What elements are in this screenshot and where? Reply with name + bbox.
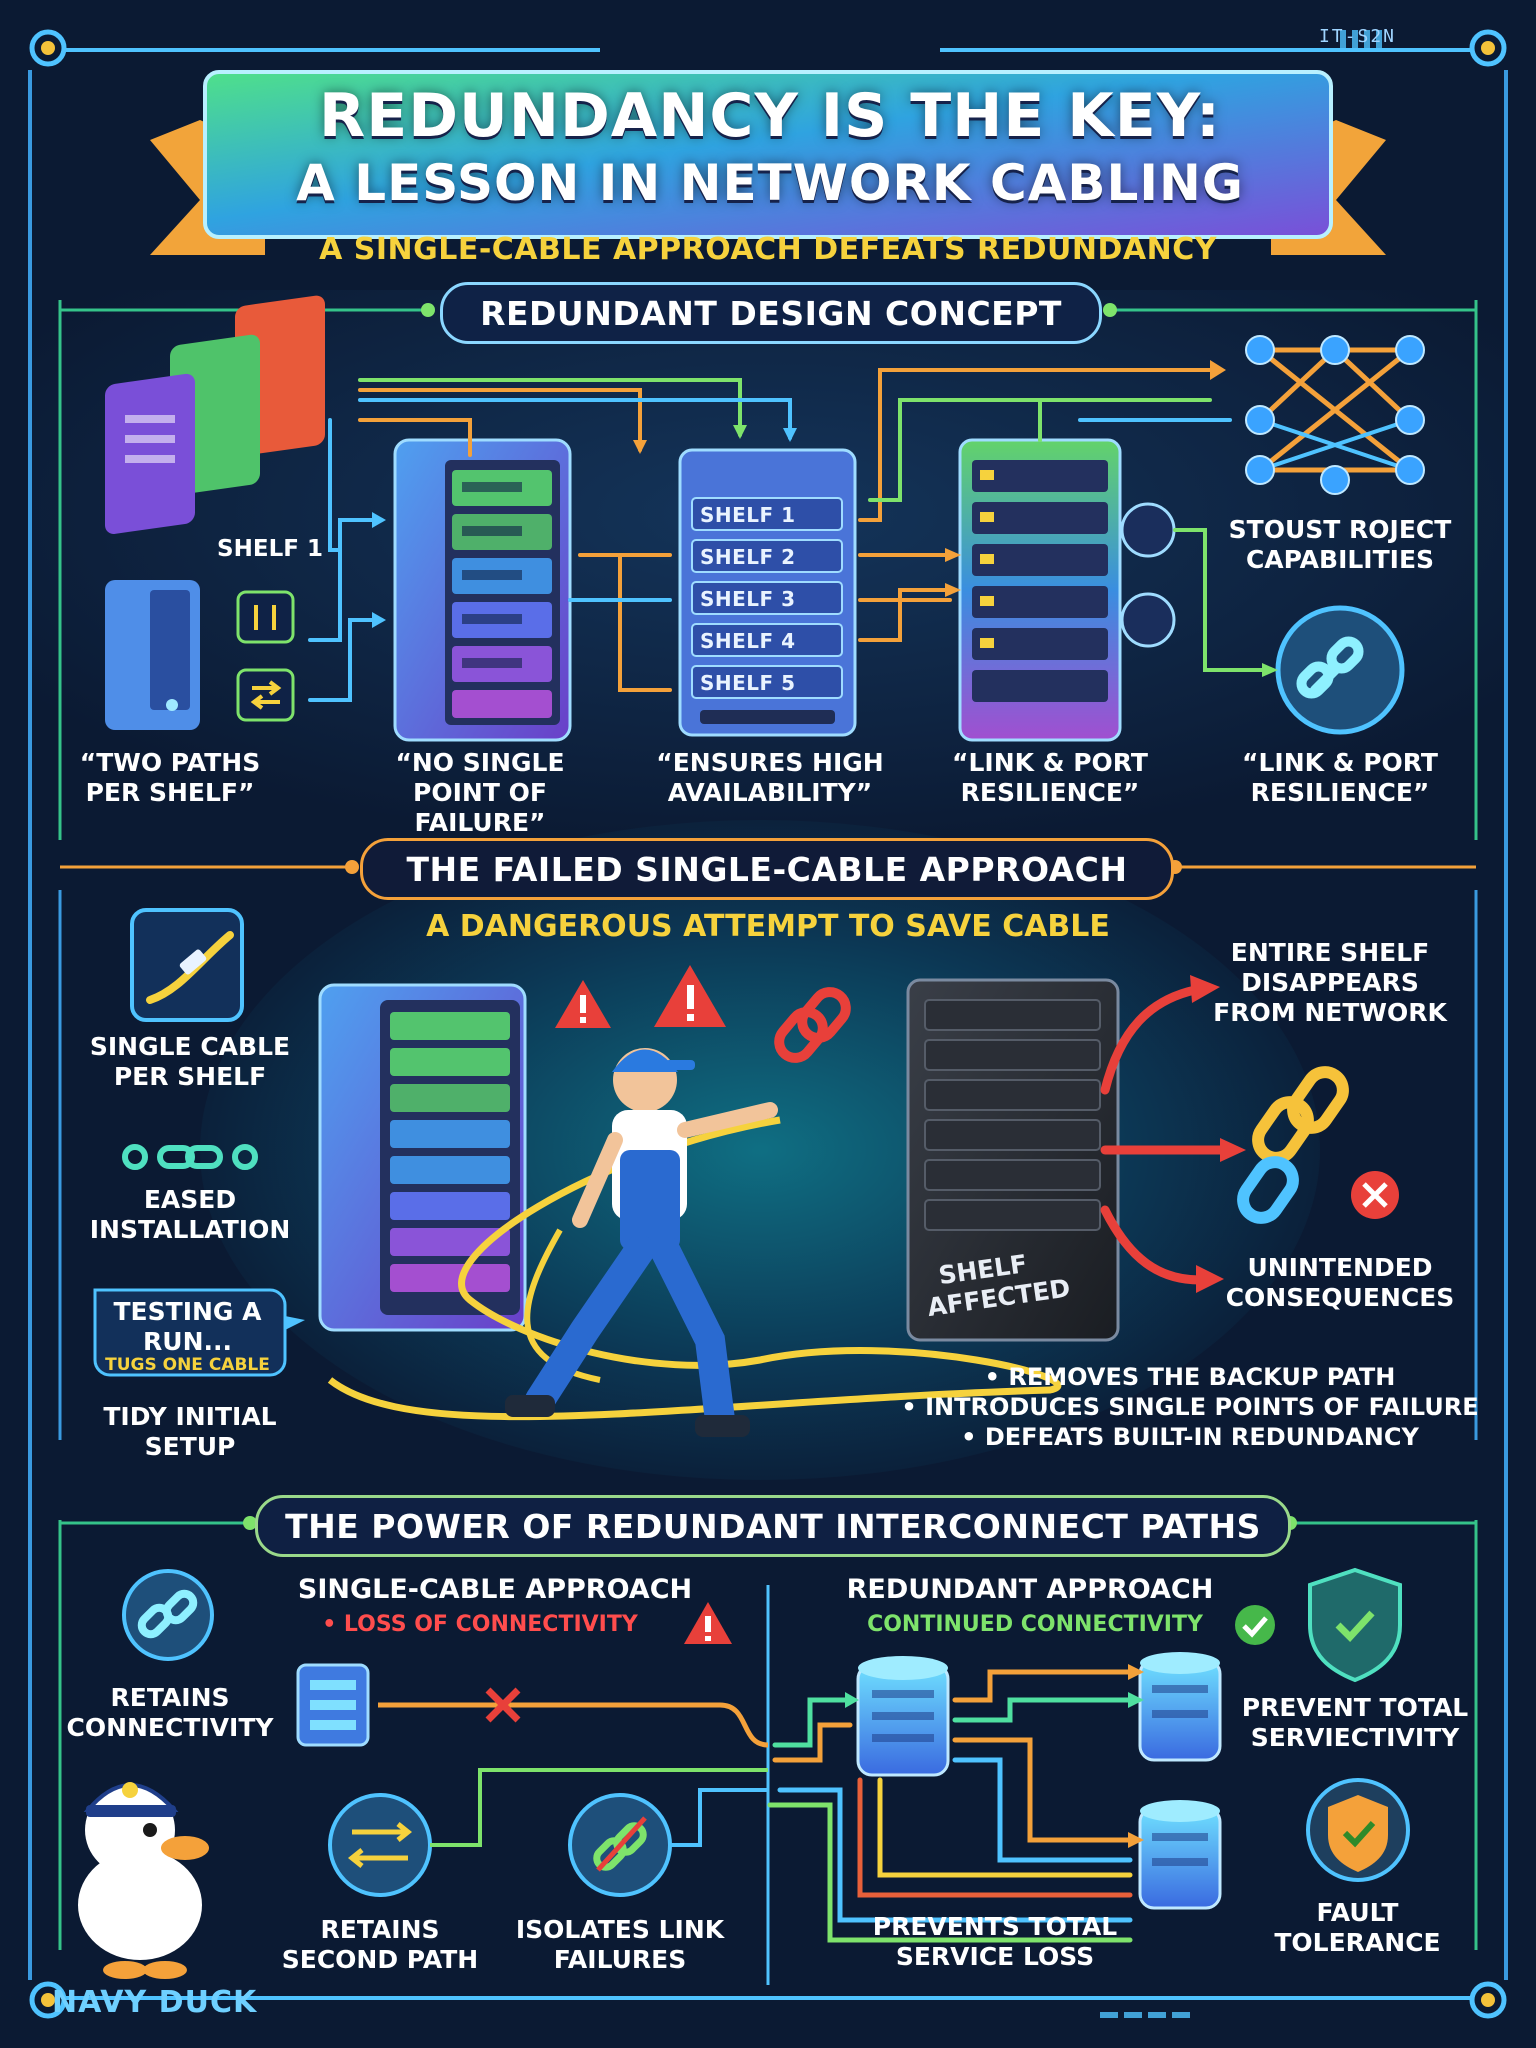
shelf-label: SHELF 1 xyxy=(217,536,323,562)
caption-link-port-resilience-2: “LINK & PORT RESILIENCE” xyxy=(1242,748,1438,807)
title-line-2: A LESSON IN NETWORK CABLING xyxy=(296,154,1244,212)
tugs-cable-label: TUGS ONE CABLE xyxy=(105,1355,270,1375)
caption-two-paths: “TWO PATHS PER SHELF” xyxy=(79,748,261,807)
shelf-1-label: SHELF 1 xyxy=(700,503,796,527)
shelf-3-label: SHELF 3 xyxy=(700,587,796,611)
fault-tolerance-label: FAULT TOLERANCE xyxy=(1274,1898,1441,1957)
unintended-consequences-label: UNINTENDED CONSEQUENCES xyxy=(1225,1253,1455,1312)
redundant-approach-sub: CONTINUED CONNECTIVITY xyxy=(867,1612,1203,1637)
section-heading-redundant-paths: THE POWER OF REDUNDANT INTERCONNECT PATH… xyxy=(255,1495,1291,1557)
bullet-single-points: • INTRODUCES SINGLE POINTS OF FAILURE xyxy=(901,1393,1479,1421)
caption-no-single-point: “NO SINGLE POINT OF FAILURE” xyxy=(395,748,565,837)
shelf-5-label: SHELF 5 xyxy=(700,671,796,695)
prevent-serviectivity-label: PREVENT TOTAL SERVIECTIVITY xyxy=(1241,1693,1469,1752)
shelf-2-label: SHELF 2 xyxy=(700,545,796,569)
bullet-removes-backup: • REMOVES THE BACKUP PATH xyxy=(984,1363,1396,1391)
page-subtitle: A SINGLE-CABLE APPROACH DEFEATS REDUNDAN… xyxy=(319,232,1217,267)
caption-link-port-resilience-1: “LINK & PORT RESILIENCE” xyxy=(952,748,1148,807)
eased-installation-label: EASED INSTALLATION xyxy=(89,1185,291,1244)
single-cable-label: SINGLE CABLE PER SHELF xyxy=(89,1032,291,1091)
brand-name: NAVY DUCK xyxy=(52,1985,258,2020)
title-line-1: REDUNDANCY IS THE KEY: xyxy=(319,81,1221,151)
retains-connectivity-label: RETAINS CONNECTIVITY xyxy=(66,1683,274,1742)
single-approach-title: SINGLE-CABLE APPROACH xyxy=(297,1574,693,1605)
shelf-4-label: SHELF 4 xyxy=(700,629,796,653)
retains-second-path-label: RETAINS SECOND PATH xyxy=(281,1915,479,1974)
capabilities-label: STOUST ROJECT CAPABILITIES xyxy=(1228,515,1452,574)
section2-subheading: A DANGEROUS ATTEMPT TO SAVE CABLE xyxy=(426,909,1110,944)
page-title: REDUNDANCY IS THE KEY: A LESSON IN NETWO… xyxy=(255,80,1285,214)
section-heading-redundant-design: REDUNDANT DESIGN CONCEPT xyxy=(440,282,1102,344)
tidy-setup-label: TIDY INITIAL SETUP xyxy=(103,1402,277,1461)
testing-run-label: TESTING A RUN... xyxy=(113,1297,262,1356)
isolates-failures-label: ISOLATES LINK FAILURES xyxy=(515,1915,725,1974)
prevents-service-loss-label: PREVENTS TOTAL SERVICE LOSS xyxy=(872,1912,1118,1971)
redundant-approach-title: REDUNDANT APPROACH xyxy=(846,1574,1214,1605)
single-approach-sub: • LOSS OF CONNECTIVITY xyxy=(322,1612,638,1637)
section-heading-failed-approach: THE FAILED SINGLE-CABLE APPROACH xyxy=(360,838,1174,900)
shelf-disappears-label: ENTIRE SHELF DISAPPEARS FROM NETWORK xyxy=(1213,938,1447,1027)
caption-high-availability: “ENSURES HIGH AVAILABILITY” xyxy=(656,748,884,807)
bullet-defeats-redundancy: • DEFEATS BUILT-IN REDUNDANCY xyxy=(961,1423,1419,1451)
header-code: IT-S2N xyxy=(1318,26,1396,47)
